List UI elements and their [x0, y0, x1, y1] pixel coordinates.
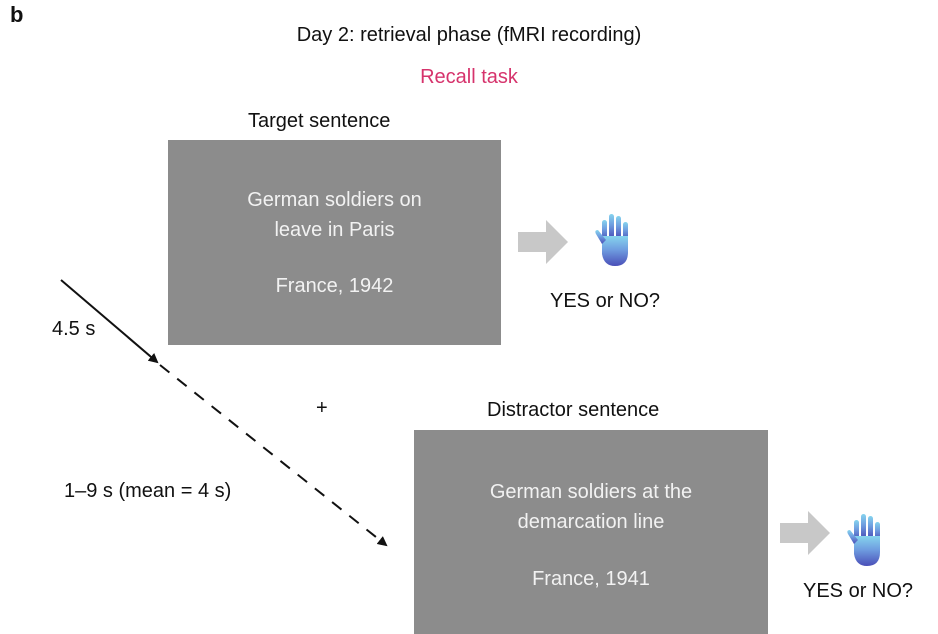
distractor-heading: Distractor sentence: [487, 399, 660, 421]
distractor-place: France, 1941: [532, 568, 650, 590]
right-arrow-icon: [518, 220, 568, 264]
raised-hand-icon: [847, 514, 880, 566]
distractor-sentence-line1: German soldiers at the: [489, 481, 693, 503]
fixation-cross: +: [316, 397, 328, 419]
stimulus-time-arrow: [60, 279, 159, 364]
distractor-sentence-box: German soldiers at the demarcation line …: [414, 430, 768, 634]
figure-title: Day 2: retrieval phase (fMRI recording): [296, 24, 642, 46]
target-sentence-line2: leave in Paris: [274, 219, 395, 241]
target-heading: Target sentence: [248, 110, 391, 132]
target-response-prompt: YES or NO?: [550, 290, 661, 312]
iti-duration-label: 1–9 s (mean = 4 s): [64, 480, 232, 502]
raised-hand-icon: [595, 214, 628, 266]
task-label: Recall task: [420, 66, 518, 88]
iti-time-arrow: [159, 364, 388, 547]
right-arrow-icon: [780, 511, 830, 555]
target-place: France, 1942: [275, 275, 394, 297]
distractor-response-prompt: YES or NO?: [803, 580, 914, 602]
target-sentence-line1: German soldiers on: [247, 189, 422, 211]
distractor-sentence-line2: demarcation line: [517, 511, 665, 533]
panel-letter: b: [10, 2, 24, 27]
target-sentence-box: German soldiers on leave in Paris France…: [168, 140, 501, 345]
stimulus-duration-label: 4.5 s: [52, 318, 96, 340]
